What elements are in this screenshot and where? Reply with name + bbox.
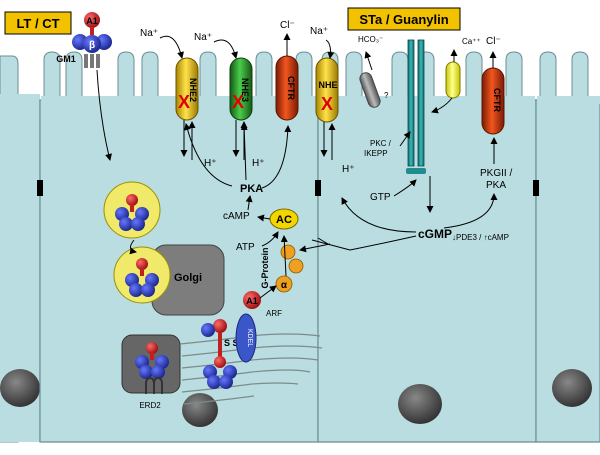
arf-label: ARF (266, 309, 282, 318)
na-label-right: Na⁺ (310, 26, 328, 37)
camp-to-pka-arrow (245, 195, 253, 211)
left-title: LT / CT (16, 16, 59, 31)
pde3-label: ↓PDE3 / ↑cAMP (452, 233, 509, 242)
ss-bond-label: S S (224, 338, 239, 348)
ac-to-camp-arrow (257, 214, 271, 222)
na-label-1: Na⁺ (140, 28, 158, 39)
nucleus-left-cell (182, 393, 218, 427)
h-label-1: H⁺ (204, 158, 217, 169)
b-subunit (83, 35, 101, 53)
camp-label-left: cAMP (223, 211, 250, 222)
ca-label: Ca⁺⁺ (462, 37, 481, 46)
toxin-in-er (135, 342, 169, 379)
atp-to-ac-arrow (261, 231, 279, 247)
na-label-2: Na⁺ (194, 32, 212, 43)
tight-junctions (37, 180, 539, 196)
toxin-kdel-complex: S S KDEL (201, 313, 257, 389)
gm1-label: GM1 (56, 54, 76, 64)
far-right-cell (535, 51, 600, 443)
cl-label-left: Cl⁻ (280, 20, 295, 31)
vesicle-transport-arrow (129, 239, 137, 255)
question-icon: ? (384, 91, 389, 100)
svg-text:CFTR: CFTR (492, 88, 502, 112)
golgi-apparatus: Golgi (151, 244, 225, 316)
atp-label: ATP (236, 242, 255, 253)
right-title-box: STa / Guanylin (347, 7, 461, 31)
cgmp-to-left-cell-arrow (299, 243, 331, 253)
svg-text:NHE3: NHE3 (240, 78, 250, 102)
a1-subunit (84, 12, 100, 28)
a1-to-gprotein-arrow (259, 285, 277, 299)
nucleus-right-cell (398, 384, 442, 424)
red-x-icon: X (178, 92, 190, 112)
svg-text:AC: AC (276, 214, 292, 226)
red-x-icon: X (232, 92, 244, 112)
toxin-at-membrane: A1 β GM1 (56, 12, 112, 68)
nhe2-channel: NHE2 X (175, 57, 199, 121)
svg-text:A1: A1 (86, 16, 98, 26)
svg-text:A1: A1 (246, 296, 258, 306)
g-protein-to-ac-arrow (280, 235, 288, 277)
a1-free: A1 (243, 291, 261, 309)
h-label-right: H⁺ (342, 164, 355, 175)
adenylate-cyclase: AC (269, 208, 299, 230)
left-title-box: LT / CT (4, 11, 72, 35)
nhe3-channel: NHE3 X (229, 57, 253, 121)
h-label-2: H⁺ (252, 158, 265, 169)
svg-text:β: β (89, 40, 95, 51)
calcium-channel (445, 61, 461, 99)
golgi-label: Golgi (174, 272, 202, 284)
red-x-icon: X (321, 94, 333, 114)
endocytosis-arrow (96, 69, 112, 161)
cftr-channel-right: CFTR (481, 67, 505, 135)
svg-text:CFTR: CFTR (286, 76, 296, 100)
svg-text:α: α (281, 280, 288, 291)
ion-arrows-right (311, 39, 498, 251)
cftr-channel-left: CFTR (275, 55, 299, 121)
svg-text:KDEL: KDEL (246, 329, 253, 347)
ion-arrows-left (159, 33, 292, 189)
hco3-label: HCO₃⁻ (358, 35, 383, 44)
svg-text:NHE2: NHE2 (188, 78, 198, 102)
svg-text:G-Protein: G-Protein (260, 247, 270, 288)
endosome-vesicle (103, 181, 161, 239)
nhe-channel-right: NHE X (315, 57, 339, 123)
cl-label-right: Cl⁻ (486, 36, 501, 47)
cgmp-left-branch (317, 237, 329, 245)
ikepp-label: IKEPP (364, 149, 388, 158)
nucleus-left-edge (0, 369, 40, 407)
pkgii-label: PKGII / (480, 168, 512, 179)
erd2-label: ERD2 (139, 401, 161, 410)
erd2-receptor: ERD2 (139, 376, 163, 410)
svg-text:NHE: NHE (318, 80, 337, 90)
far-left-cell (0, 55, 41, 443)
nucleus-far-right (552, 369, 592, 407)
hco3-channel: ? (359, 72, 389, 108)
er-compartment (121, 333, 323, 405)
pkc-label: PKC / (370, 139, 392, 148)
right-title: STa / Guanylin (359, 12, 448, 27)
golgi-vesicle (113, 246, 171, 304)
gtp-label: GTP (370, 192, 391, 203)
gc-c-receptor (406, 39, 426, 174)
kdel-domain (235, 313, 257, 363)
cgmp-label: cGMP (418, 227, 452, 241)
pka-label-right: PKA (486, 180, 506, 191)
pka-label-left: PKA (240, 183, 263, 195)
